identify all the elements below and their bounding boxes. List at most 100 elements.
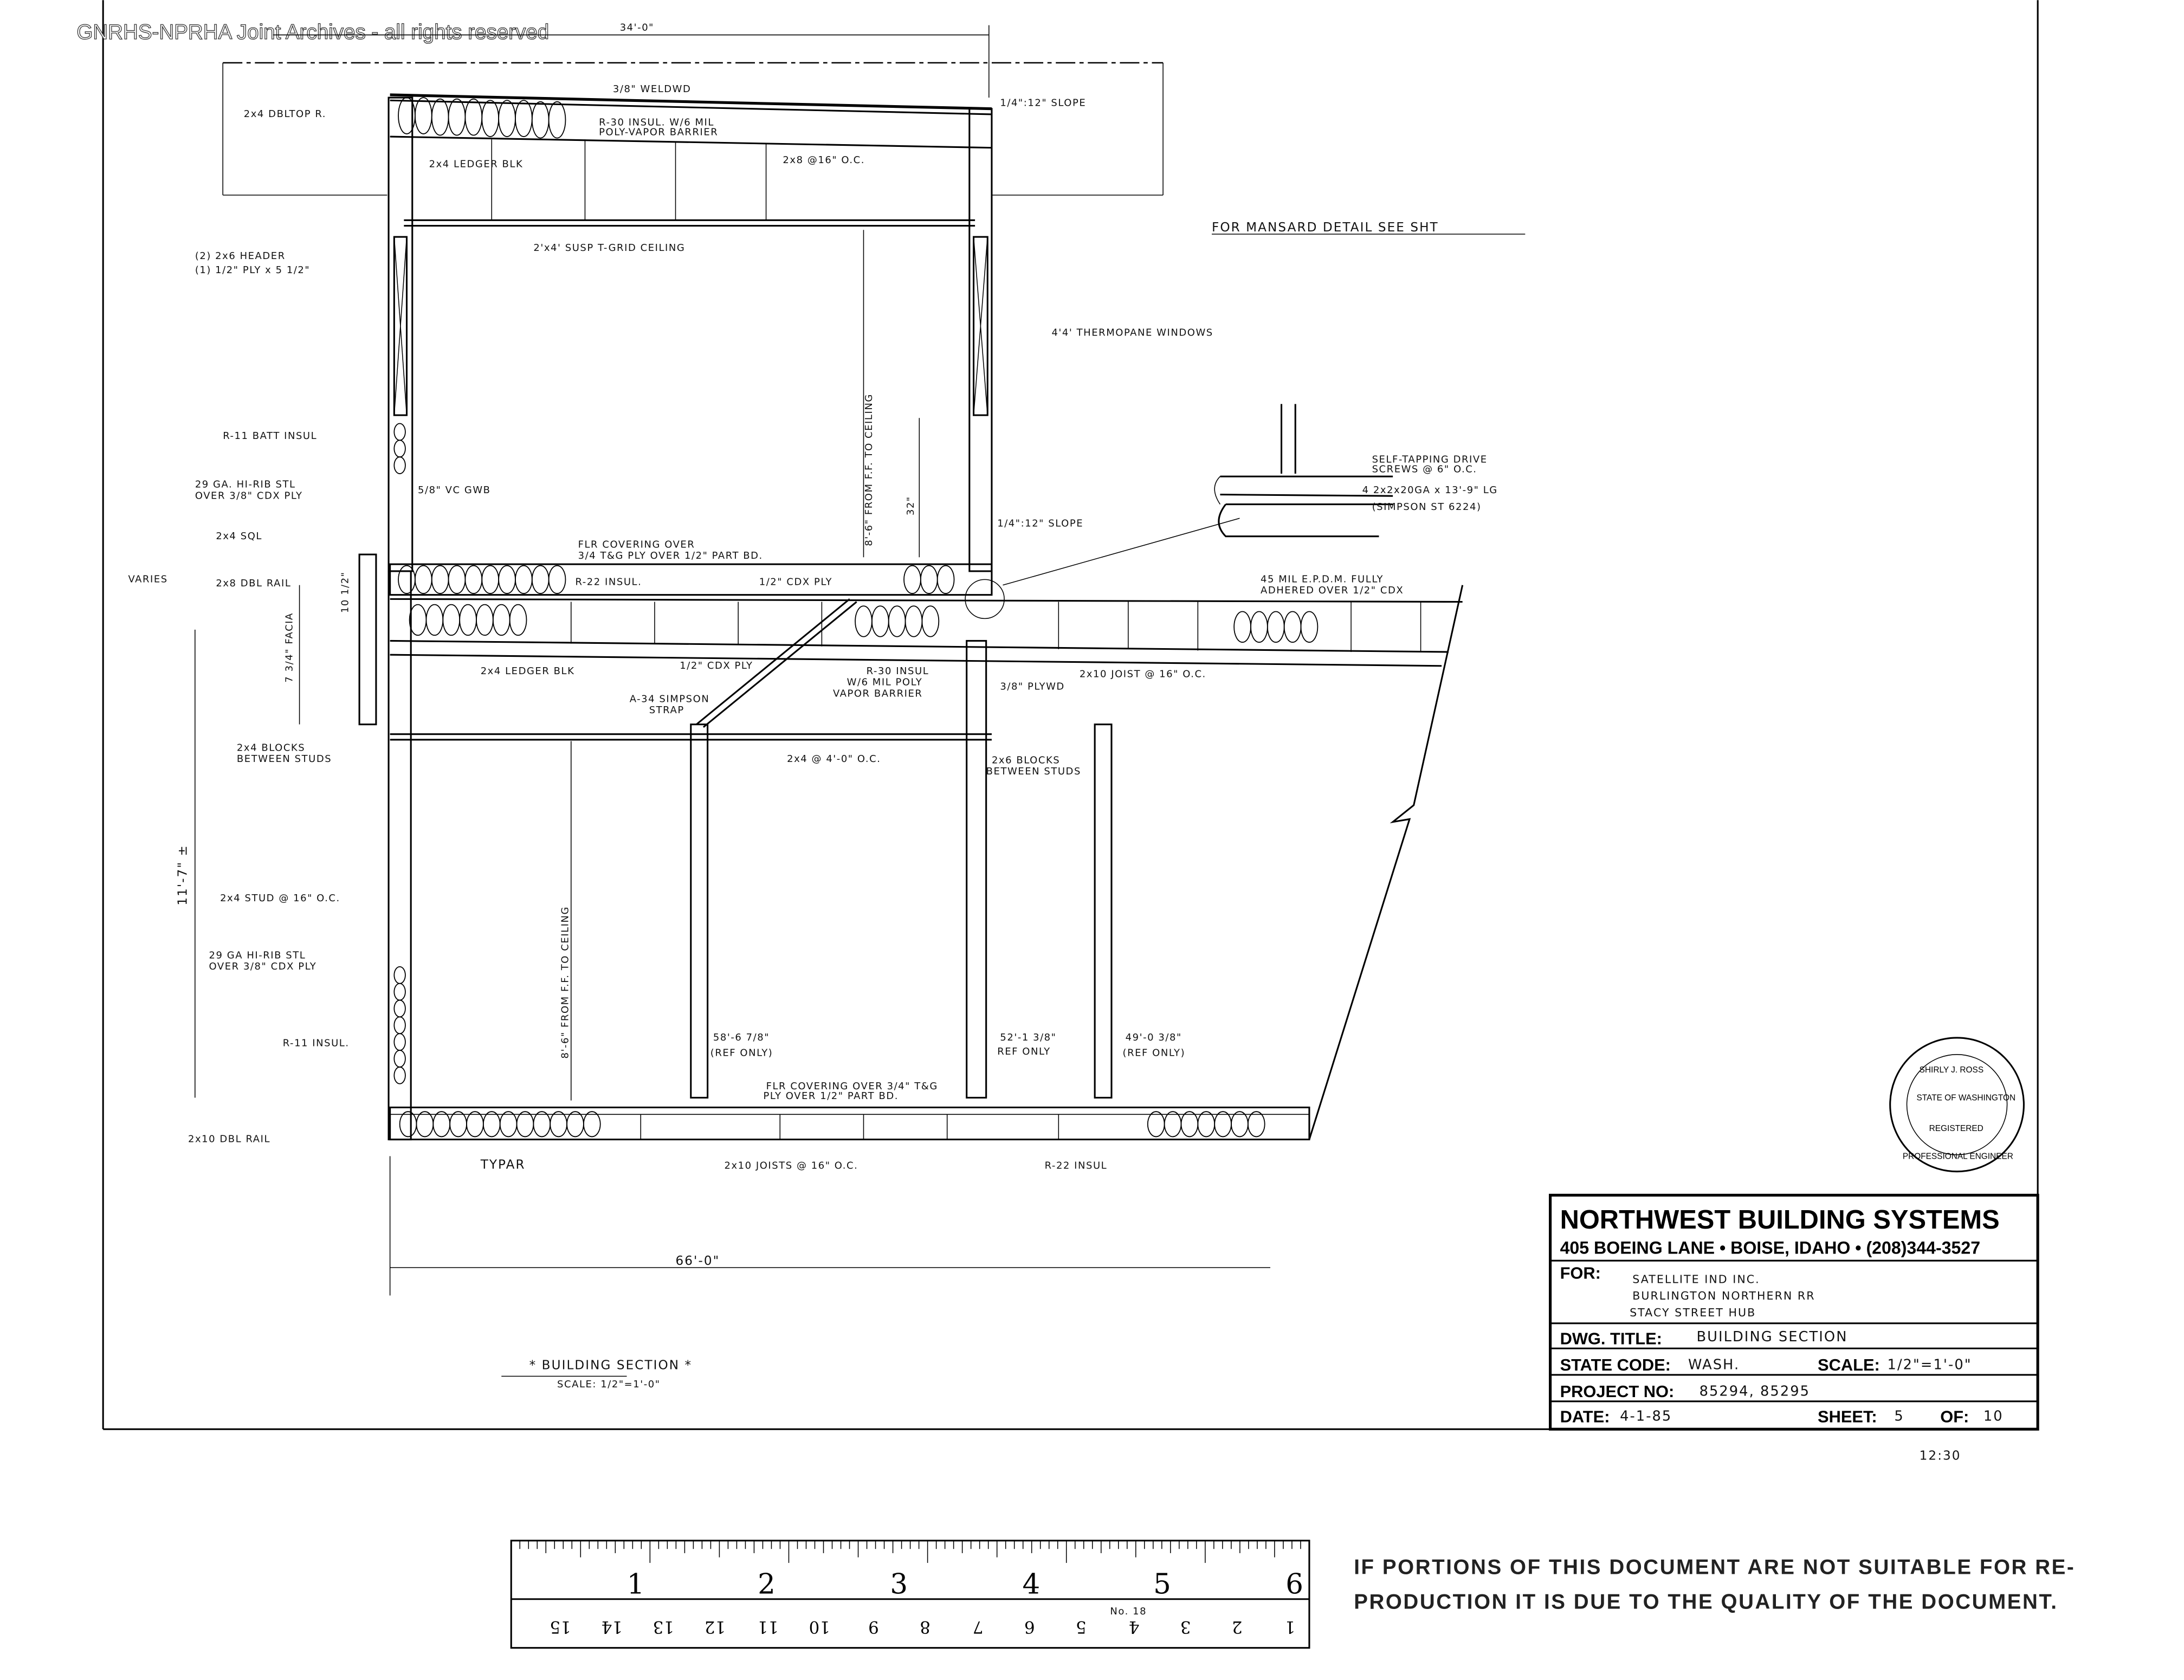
svg-text:1/4":12" SLOPE: 1/4":12" SLOPE	[997, 518, 1083, 529]
svg-text:PROJECT NO:: PROJECT NO:	[1560, 1382, 1675, 1401]
svg-text:2x4 BLOCKS: 2x4 BLOCKS	[237, 742, 305, 754]
svg-text:5/8" VC GWB: 5/8" VC GWB	[418, 484, 491, 496]
svg-text:REGISTERED: REGISTERED	[1929, 1124, 1983, 1133]
svg-text:No. 18: No. 18	[1110, 1606, 1147, 1617]
svg-text:85294, 85295: 85294, 85295	[1700, 1383, 1810, 1399]
svg-text:6: 6	[1285, 1568, 1303, 1600]
svg-text:45 MIL E.P.D.M. FULLY: 45 MIL E.P.D.M. FULLY	[1261, 574, 1384, 585]
svg-text:ADHERED OVER 1/2" CDX: ADHERED OVER 1/2" CDX	[1261, 585, 1404, 596]
svg-text:SCALE: 1/2"=1'-0": SCALE: 1/2"=1'-0"	[557, 1379, 661, 1390]
archive-watermark: GNRHS-NPRHA Joint Archives - all rights …	[76, 21, 549, 44]
svg-text:5: 5	[1076, 1617, 1087, 1637]
svg-text:15: 15	[550, 1617, 571, 1637]
svg-text:4: 4	[1022, 1568, 1040, 1600]
svg-text:2: 2	[1232, 1617, 1243, 1637]
svg-text:A-34 SIMPSON: A-34 SIMPSON	[630, 694, 710, 705]
svg-text:VARIES: VARIES	[128, 574, 167, 585]
svg-text:R-22 INSUL.: R-22 INSUL.	[575, 577, 642, 588]
svg-text:W/6 MIL POLY: W/6 MIL POLY	[847, 677, 923, 688]
svg-text:(SIMPSON ST 6224): (SIMPSON ST 6224)	[1372, 501, 1482, 513]
company-address: 405 BOEING LANE • BOISE, IDAHO • (208)34…	[1560, 1238, 1981, 1257]
ruler-cm-labels: 1 2 3 4 5 6 7 8 9 10 11 12 13 14 15	[550, 1617, 1296, 1637]
svg-text:SHIRLY J. ROSS: SHIRLY J. ROSS	[1920, 1065, 1983, 1075]
svg-text:(REF ONLY): (REF ONLY)	[710, 1047, 773, 1058]
title-block: NORTHWEST BUILDING SYSTEMS 405 BOEING LA…	[1549, 1193, 2039, 1431]
reproduction-notice: IF PORTIONS OF THIS DOCUMENT ARE NOT SUI…	[1354, 1555, 2075, 1613]
svg-text:1/4":12" SLOPE: 1/4":12" SLOPE	[1000, 98, 1086, 109]
svg-text:8'-6" FROM F.F. TO CEILING: 8'-6" FROM F.F. TO CEILING	[863, 393, 875, 546]
svg-text:4 2x2x20GA x 13'-9" LG: 4 2x2x20GA x 13'-9" LG	[1362, 484, 1498, 496]
svg-text:4-1-85: 4-1-85	[1620, 1408, 1672, 1425]
roof-assembly	[390, 93, 992, 227]
svg-text:10: 10	[809, 1617, 830, 1637]
svg-text:9: 9	[868, 1617, 879, 1637]
svg-text:STATE CODE:: STATE CODE:	[1560, 1355, 1671, 1374]
svg-text:2x4 SQL: 2x4 SQL	[216, 531, 262, 542]
svg-text:13: 13	[653, 1617, 674, 1637]
svg-text:12: 12	[705, 1617, 726, 1637]
svg-text:BURLINGTON NORTHERN RR: BURLINGTON NORTHERN RR	[1632, 1289, 1815, 1302]
svg-text:4'4' THERMOPANE WINDOWS: 4'4' THERMOPANE WINDOWS	[1051, 327, 1213, 339]
svg-text:2x6 BLOCKS: 2x6 BLOCKS	[992, 755, 1060, 766]
svg-text:PROFESSIONAL ENGINEER: PROFESSIONAL ENGINEER	[1903, 1152, 2013, 1161]
svg-text:1/2" CDX PLY: 1/2" CDX PLY	[759, 577, 832, 588]
svg-text:1/2"=1'-0": 1/2"=1'-0"	[1888, 1357, 1972, 1373]
svg-text:FOR:: FOR:	[1560, 1264, 1601, 1283]
svg-text:OVER 3/8" CDX PLY: OVER 3/8" CDX PLY	[195, 490, 303, 501]
svg-text:1: 1	[1285, 1617, 1296, 1637]
svg-text:2x10 JOISTS @ 16" O.C.: 2x10 JOISTS @ 16" O.C.	[724, 1160, 858, 1172]
svg-text:BETWEEN STUDS: BETWEEN STUDS	[986, 766, 1081, 777]
svg-text:SHEET:: SHEET:	[1818, 1407, 1877, 1426]
svg-text:PLY OVER 1/2" PART BD.: PLY OVER 1/2" PART BD.	[763, 1090, 899, 1102]
svg-text:R-30 INSUL. W/6 MIL: R-30 INSUL. W/6 MIL	[599, 117, 714, 128]
svg-text:(1) 1/2" PLY x 5 1/2": (1) 1/2" PLY x 5 1/2"	[195, 264, 310, 276]
svg-text:49'-0 3/8": 49'-0 3/8"	[1126, 1032, 1182, 1043]
svg-text:3: 3	[1180, 1617, 1191, 1637]
svg-text:2x8 DBL RAIL: 2x8 DBL RAIL	[216, 578, 291, 589]
svg-text:2'x4' SUSP T-GRID CEILING: 2'x4' SUSP T-GRID CEILING	[533, 242, 685, 254]
svg-text:FOR MANSARD DETAIL SEE SHT: FOR MANSARD DETAIL SEE SHT	[1212, 221, 1439, 235]
svg-text:SELF-TAPPING DRIVE: SELF-TAPPING DRIVE	[1372, 454, 1488, 465]
svg-text:BETWEEN STUDS: BETWEEN STUDS	[237, 753, 332, 765]
svg-text:2x4 LEDGER BLK: 2x4 LEDGER BLK	[429, 159, 524, 170]
svg-text:(REF ONLY): (REF ONLY)	[1123, 1047, 1186, 1058]
svg-text:5: 5	[1153, 1568, 1171, 1600]
dimension-lines	[195, 230, 1270, 1377]
svg-text:3/8" WELDWD: 3/8" WELDWD	[613, 83, 692, 95]
svg-text:VAPOR BARRIER: VAPOR BARRIER	[833, 688, 923, 699]
svg-text:FLR COVERING OVER 3/4" T&G: FLR COVERING OVER 3/4" T&G	[766, 1081, 938, 1092]
svg-text:29 GA. HI-RIB STL: 29 GA. HI-RIB STL	[195, 479, 296, 490]
upper-floor	[358, 553, 1463, 741]
svg-text:R-22 INSUL: R-22 INSUL	[1045, 1160, 1108, 1172]
svg-text:4: 4	[1129, 1617, 1140, 1637]
svg-text:SATELLITE IND INC.: SATELLITE IND INC.	[1632, 1272, 1760, 1285]
roof-insulation	[398, 97, 566, 139]
svg-text:2x4 @ 4'-0" O.C.: 2x4 @ 4'-0" O.C.	[787, 753, 881, 765]
svg-text:IF PORTIONS OF THIS DOCUMENT A: IF PORTIONS OF THIS DOCUMENT ARE NOT SUI…	[1354, 1555, 2075, 1579]
svg-text:29 GA HI-RIB STL: 29 GA HI-RIB STL	[209, 949, 306, 961]
svg-text:R-11 INSUL.: R-11 INSUL.	[283, 1037, 350, 1049]
svg-text:58'-6 7/8": 58'-6 7/8"	[713, 1032, 770, 1043]
svg-text:STACY STREET HUB: STACY STREET HUB	[1630, 1306, 1756, 1319]
svg-text:2x10 DBL RAIL: 2x10 DBL RAIL	[188, 1134, 270, 1145]
svg-text:8: 8	[920, 1617, 931, 1637]
svg-text:2x10 JOIST @ 16" O.C.: 2x10 JOIST @ 16" O.C.	[1080, 668, 1206, 680]
svg-text:1/2" CDX PLY: 1/2" CDX PLY	[680, 660, 753, 671]
svg-text:34'-0": 34'-0"	[620, 22, 654, 34]
company-name: NORTHWEST BUILDING SYSTEMS	[1560, 1205, 2000, 1235]
svg-text:3: 3	[890, 1568, 908, 1600]
svg-text:STRAP: STRAP	[649, 705, 684, 716]
drawing-labels: 3/8" WELDWD 2x4 DBLTOP R. R-30 INSUL. W/…	[128, 83, 1526, 1390]
engineer-stamp: SHIRLY J. ROSS STATE OF WASHINGTON REGIS…	[1889, 1037, 2025, 1173]
svg-text:DATE:: DATE:	[1560, 1407, 1610, 1426]
svg-text:6: 6	[1024, 1617, 1035, 1637]
svg-text:REF ONLY: REF ONLY	[997, 1046, 1050, 1057]
svg-text:2x8 @16" O.C.: 2x8 @16" O.C.	[783, 154, 865, 166]
svg-text:R-11 BATT INSUL: R-11 BATT INSUL	[223, 430, 317, 442]
svg-text:TYPAR: TYPAR	[480, 1158, 526, 1172]
svg-text:3/4 T&G PLY OVER 1/2" PART BD.: 3/4 T&G PLY OVER 1/2" PART BD.	[578, 550, 763, 561]
svg-text:2x4 STUD @ 16" O.C.: 2x4 STUD @ 16" O.C.	[220, 893, 340, 904]
svg-text:R-30 INSUL: R-30 INSUL	[867, 665, 929, 677]
svg-text:BUILDING SECTION: BUILDING SECTION	[1696, 1329, 1847, 1345]
